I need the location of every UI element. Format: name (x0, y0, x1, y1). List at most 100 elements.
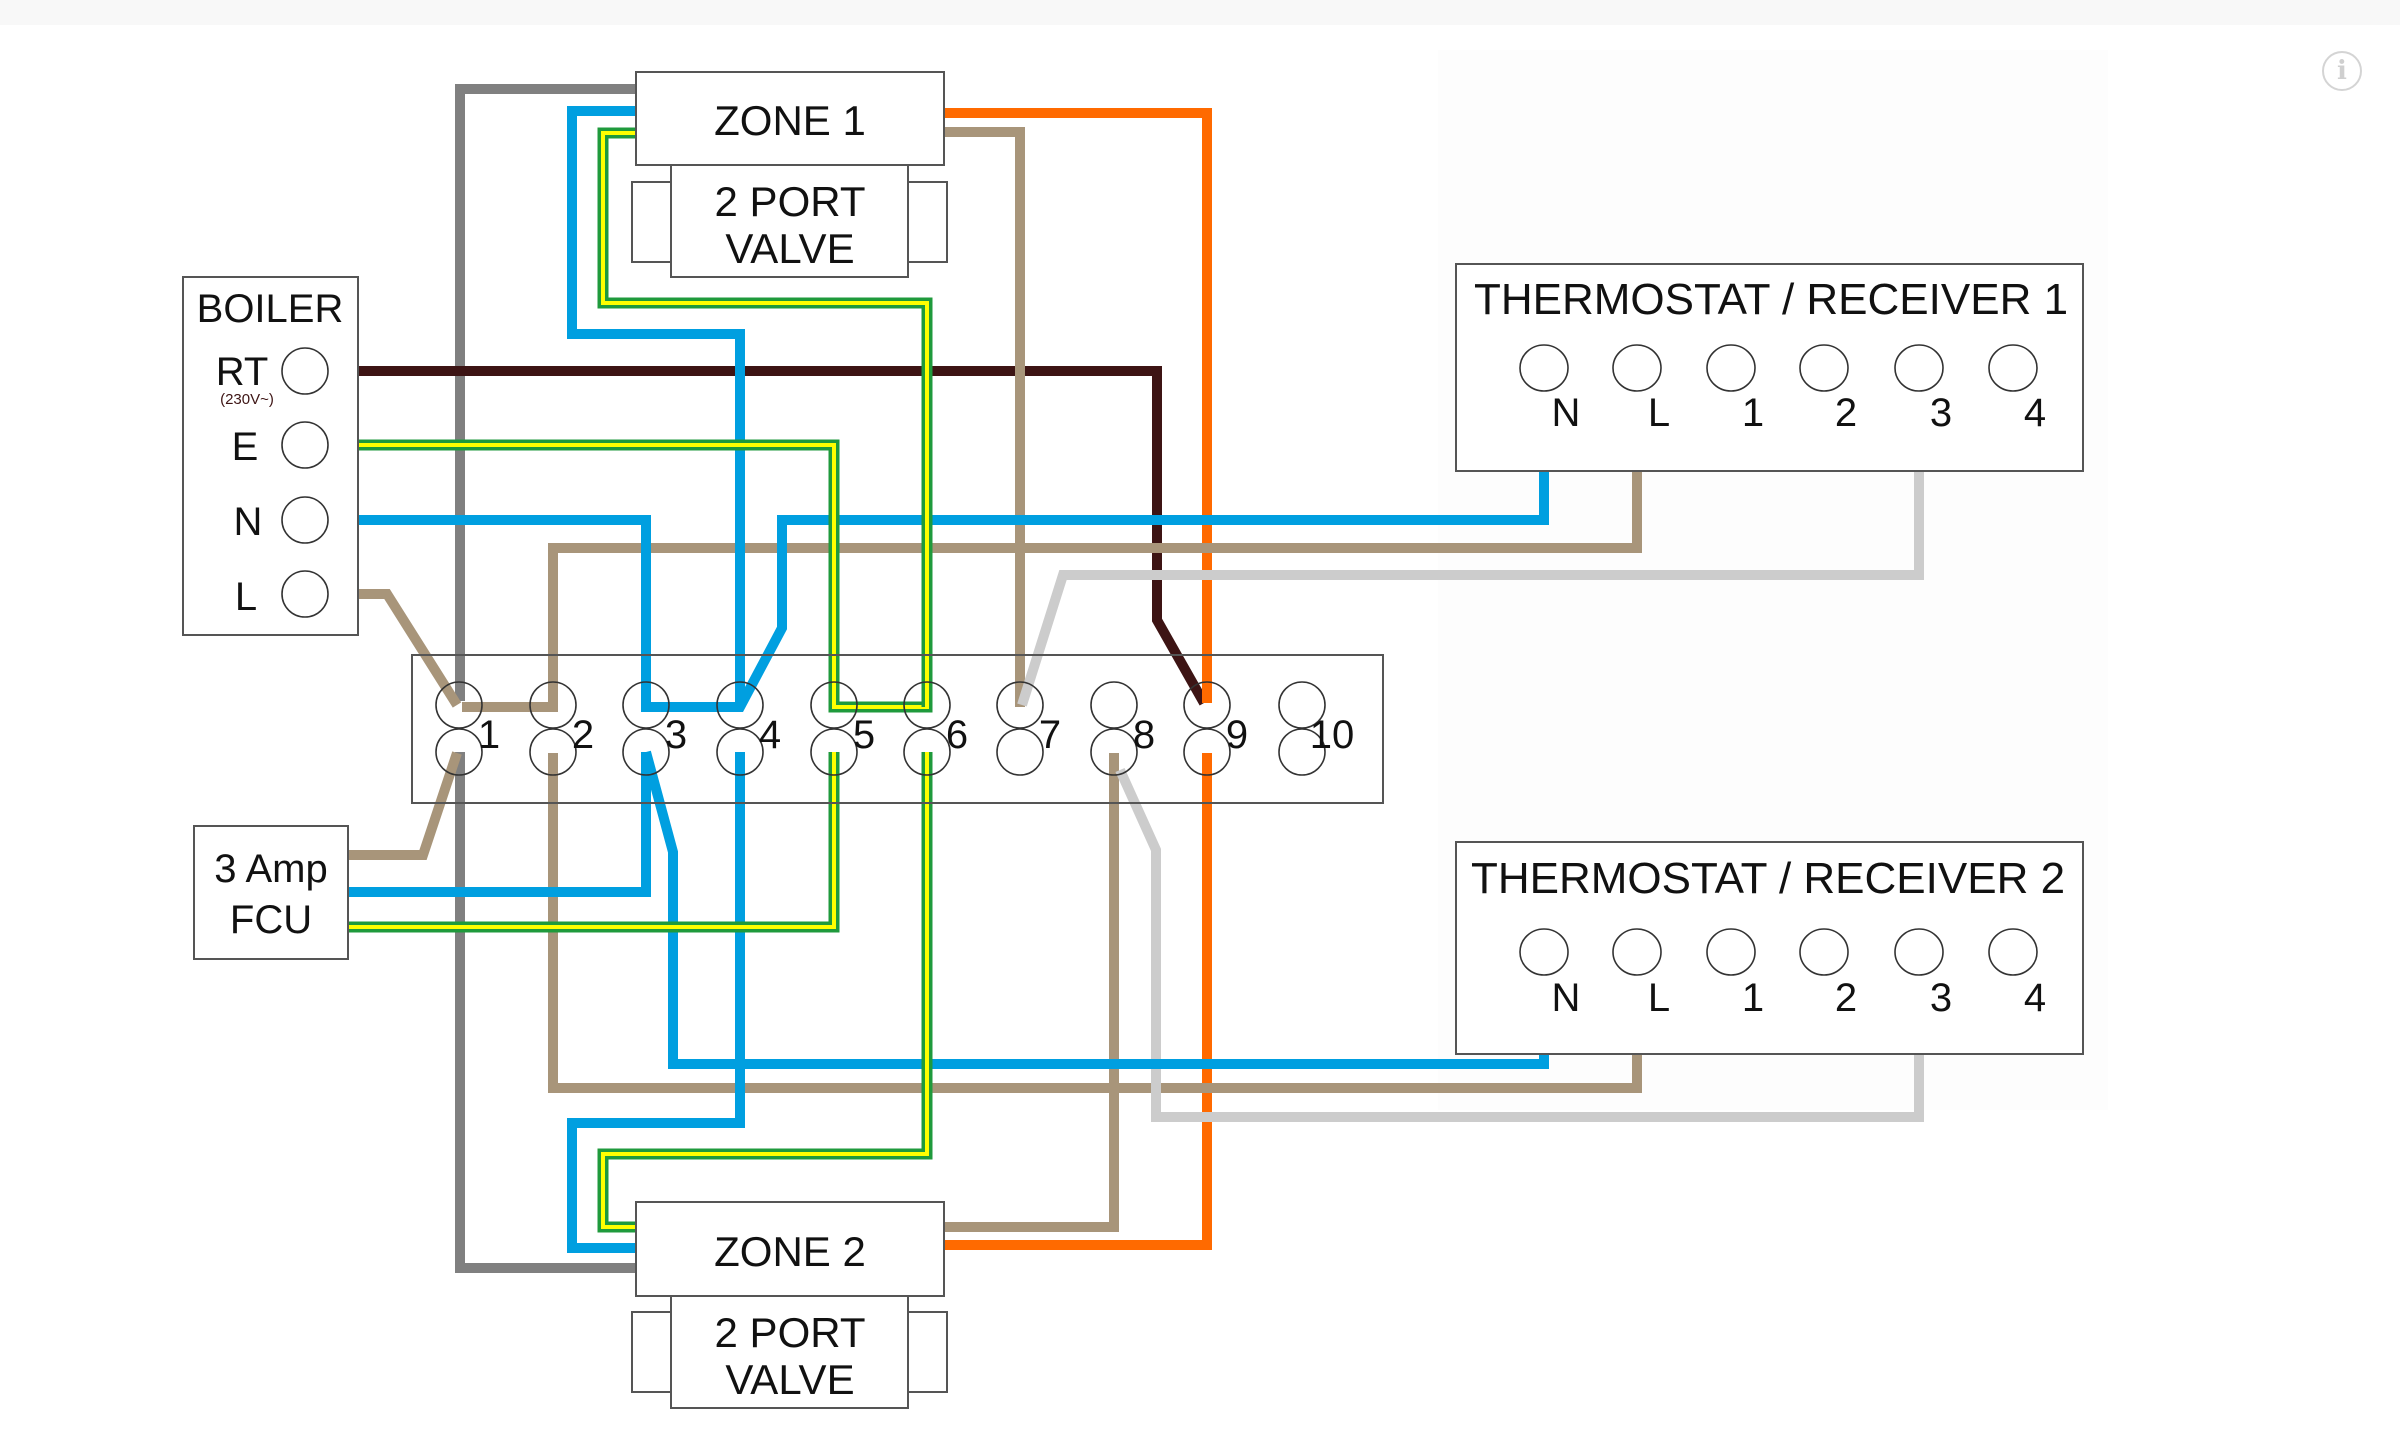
zone2-valve-flange-right (906, 1311, 948, 1393)
receiver-2-box (1455, 841, 2084, 1055)
zone1-valve-line1: 2 PORT (715, 178, 866, 225)
wire-tan-zone1 (944, 127, 1025, 707)
receiver2-terminal-2 (1799, 928, 1849, 976)
junction-terminal-7-upper (996, 681, 1044, 729)
wire-boiler-neutral (305, 368, 1549, 712)
wire-earth-zone2 (597, 752, 933, 1233)
receiver-1-box (1455, 263, 2084, 472)
junction-terminal-6-upper (903, 681, 951, 729)
boiler-terminal-label-n: N (234, 500, 263, 544)
junction-terminal-8-lower (1090, 728, 1138, 776)
wire-boiler-earth (305, 439, 933, 713)
junction-terminal-label: 7 (1039, 713, 1061, 757)
zone2-valve: ZONE 2 2 PORT VALVE (631, 1201, 948, 1409)
receiver2-terminal-label: 4 (2024, 976, 2046, 1020)
receiver2-terminal-label: L (1648, 976, 1670, 1020)
wire-fcu-neutral (348, 752, 651, 897)
boiler-title: BOILER (197, 287, 344, 331)
top-bar (0, 0, 2400, 25)
junction-terminal-label: 2 (572, 713, 594, 757)
junction-terminal-label: 1 (478, 713, 500, 757)
junction-terminal-4-upper (716, 681, 764, 729)
wire-receiver2-switched (1115, 767, 1924, 1122)
wire-earth-zone2-stripe (601, 752, 929, 1229)
junction-terminal-3-lower (622, 728, 670, 776)
receiver1-terminal-label: L (1648, 391, 1670, 435)
wire-orange-zone1 (944, 108, 1212, 703)
wire-fcu-earth-sheath (348, 752, 840, 933)
junction-terminal-2-lower (529, 728, 577, 776)
wire-tan-zone2 (944, 753, 1119, 1232)
receiver2-terminal-label: 3 (1930, 976, 1952, 1020)
receiver1-terminal-1 (1706, 344, 1756, 392)
boiler-terminals (281, 347, 329, 618)
wire-blue-zone2 (567, 752, 745, 1253)
info-icon[interactable]: i (2322, 51, 2362, 91)
junction-terminal-3-upper (622, 681, 670, 729)
zone1-title: ZONE 1 (714, 97, 866, 144)
zone1-valve-flange-left (631, 181, 673, 263)
wire-blue-receiver2-neutral (641, 750, 1549, 1069)
wire-tan-receiver1-live (462, 368, 1642, 712)
receiver1-terminal-3 (1894, 344, 1944, 392)
junction-terminal-2-upper (529, 681, 577, 729)
fcu-label-line2: FCU (230, 898, 312, 942)
wire-orange-zone2 (944, 753, 1212, 1250)
receiver1-terminal-label: 2 (1835, 391, 1857, 435)
junction-terminal-label: 5 (853, 713, 875, 757)
receiver1-terminal-N (1519, 344, 1569, 392)
junction-terminal-5-lower (810, 728, 858, 776)
junction-terminal-label: 3 (665, 713, 687, 757)
junction-terminal-9-lower (1183, 728, 1231, 776)
junction-terminal-label: 8 (1133, 713, 1155, 757)
junction-terminal-label: 9 (1226, 713, 1248, 757)
receiver1-terminal-4 (1988, 344, 2038, 392)
boiler-rt-voltage: (230V~) (220, 391, 274, 408)
zone1-valve-body (670, 164, 909, 278)
zone2-valve-line2: VALVE (725, 1356, 854, 1403)
receiver-1-title: THERMOSTAT / RECEIVER 1 (1474, 275, 2068, 324)
junction-terminal-1-lower (435, 728, 483, 776)
receiver2-terminal-label: 1 (1742, 976, 1764, 1020)
boiler-terminal-rt (281, 347, 329, 395)
boiler-terminal-label-l: L (235, 575, 257, 619)
boiler-terminal-n (281, 496, 329, 544)
boiler-terminal-e (281, 421, 329, 469)
wires-layer (305, 84, 1924, 1273)
junction-terminal-label: 10 (1310, 713, 1355, 757)
wire-boiler-rt (305, 366, 1209, 706)
zone1-valve: ZONE 1 2 PORT VALVE (631, 71, 948, 278)
zone1-valve-flange-right (906, 181, 948, 263)
wire-fcu-earth-stripe (348, 752, 836, 929)
junction-terminal-10-lower (1278, 728, 1326, 776)
zone2-actuator-box (635, 1201, 945, 1297)
receiver2-terminal-N (1519, 928, 1569, 976)
receiver1-terminal-2 (1799, 344, 1849, 392)
junction-terminal-label: 4 (759, 713, 781, 757)
receiver1-terminal-L (1612, 344, 1662, 392)
fcu: 3 Amp FCU (193, 825, 349, 960)
junction-terminal-1-upper (435, 681, 483, 729)
receiver1-terminal-label: 3 (1930, 391, 1952, 435)
zone2-valve-body (670, 1295, 909, 1409)
wire-fcu-live (348, 751, 462, 860)
receiver1-terminal-label: 1 (1742, 391, 1764, 435)
receiver2-terminal-L (1612, 928, 1662, 976)
fcu-label-line1: 3 Amp (214, 847, 327, 891)
junction-terminal-9-upper (1183, 681, 1231, 729)
boiler-terminal-label-rt: RT (216, 350, 269, 394)
receiver2-terminal-3 (1894, 928, 1944, 976)
zone2-title: ZONE 2 (714, 1228, 866, 1275)
receiver2-terminal-4 (1988, 928, 2038, 976)
boiler-box (182, 276, 359, 636)
boiler-terminal-label-e: E (232, 425, 259, 469)
boiler-terminal-l (281, 570, 329, 618)
receiver1-terminal-label: 4 (2024, 391, 2046, 435)
junction-terminal-7-lower (996, 728, 1044, 776)
wire-boiler-earth-stripe (305, 443, 929, 709)
zone2-valve-flange-left (631, 1311, 673, 1393)
fcu-box (193, 825, 349, 960)
